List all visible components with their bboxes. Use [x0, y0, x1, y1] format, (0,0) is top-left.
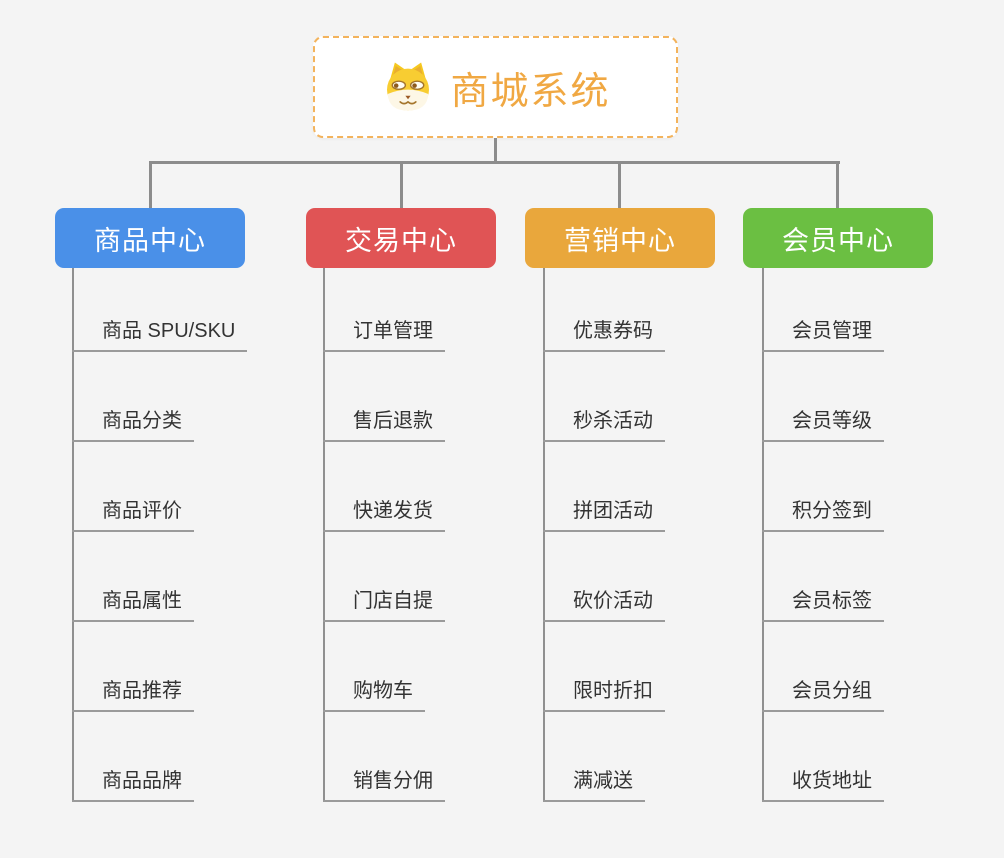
- root-title: 商城系统: [450, 70, 611, 113]
- connector-root-drop: [494, 138, 497, 163]
- child-item[interactable]: 优惠券码: [543, 318, 665, 352]
- child-item[interactable]: 售后退款: [323, 408, 445, 442]
- connector-drop-1: [149, 161, 152, 208]
- child-item[interactable]: 销售分佣: [323, 768, 445, 802]
- child-list-marketing: 优惠券码秒杀活动拼团活动砍价活动限时折扣满减送: [543, 268, 665, 858]
- child-item[interactable]: 积分签到: [762, 498, 884, 532]
- child-item[interactable]: 快递发货: [323, 498, 445, 532]
- child-item[interactable]: 购物车: [323, 678, 425, 712]
- child-item[interactable]: 砍价活动: [543, 588, 665, 622]
- child-item[interactable]: 商品品牌: [72, 768, 194, 802]
- child-item[interactable]: 商品推荐: [72, 678, 194, 712]
- child-item[interactable]: 商品属性: [72, 588, 194, 622]
- branch-node-marketing[interactable]: 营销中心: [525, 208, 715, 268]
- child-item[interactable]: 限时折扣: [543, 678, 665, 712]
- child-item[interactable]: 会员等级: [762, 408, 884, 442]
- child-item[interactable]: 商品评价: [72, 498, 194, 532]
- child-list-products: 商品 SPU/SKU 商品分类商品评价商品属性商品推荐商品品牌: [72, 268, 248, 858]
- child-item[interactable]: 会员管理: [762, 318, 884, 352]
- branch-trunk-line: [543, 268, 545, 802]
- doge-face-icon: [387, 62, 430, 111]
- child-item[interactable]: 商品分类: [72, 408, 194, 442]
- child-item[interactable]: 拼团活动: [543, 498, 665, 532]
- connector-bus: [149, 161, 840, 164]
- connector-drop-2: [400, 161, 403, 208]
- branch-node-members[interactable]: 会员中心: [743, 208, 933, 268]
- child-item[interactable]: 门店自提: [323, 588, 445, 622]
- child-item[interactable]: 收货地址: [762, 768, 884, 802]
- child-item[interactable]: 秒杀活动: [543, 408, 665, 442]
- child-item[interactable]: 满减送: [543, 768, 645, 802]
- branch-trunk-line: [762, 268, 764, 802]
- child-item[interactable]: 订单管理: [323, 318, 445, 352]
- child-item[interactable]: 会员标签: [762, 588, 884, 622]
- child-list-trade: 订单管理售后退款快递发货门店自提购物车销售分佣: [323, 268, 445, 858]
- branch-node-products[interactable]: 商品中心: [55, 208, 245, 268]
- branch-trunk-line: [323, 268, 325, 802]
- child-item[interactable]: 商品 SPU/SKU: [72, 318, 248, 352]
- mindmap-canvas: 商城系统 商品中心商品 SPU/SKU 商品分类商品评价商品属性商品推荐商品品牌 交…: [55, 36, 933, 802]
- branch-node-trade[interactable]: 交易中心: [306, 208, 496, 268]
- connector-drop-4: [836, 161, 839, 208]
- child-list-members: 会员管理会员等级积分签到会员标签会员分组收货地址: [762, 268, 884, 858]
- connector-drop-3: [618, 161, 621, 208]
- child-item[interactable]: 会员分组: [762, 678, 884, 712]
- root-node[interactable]: 商城系统: [313, 36, 678, 138]
- branch-trunk-line: [72, 268, 74, 802]
